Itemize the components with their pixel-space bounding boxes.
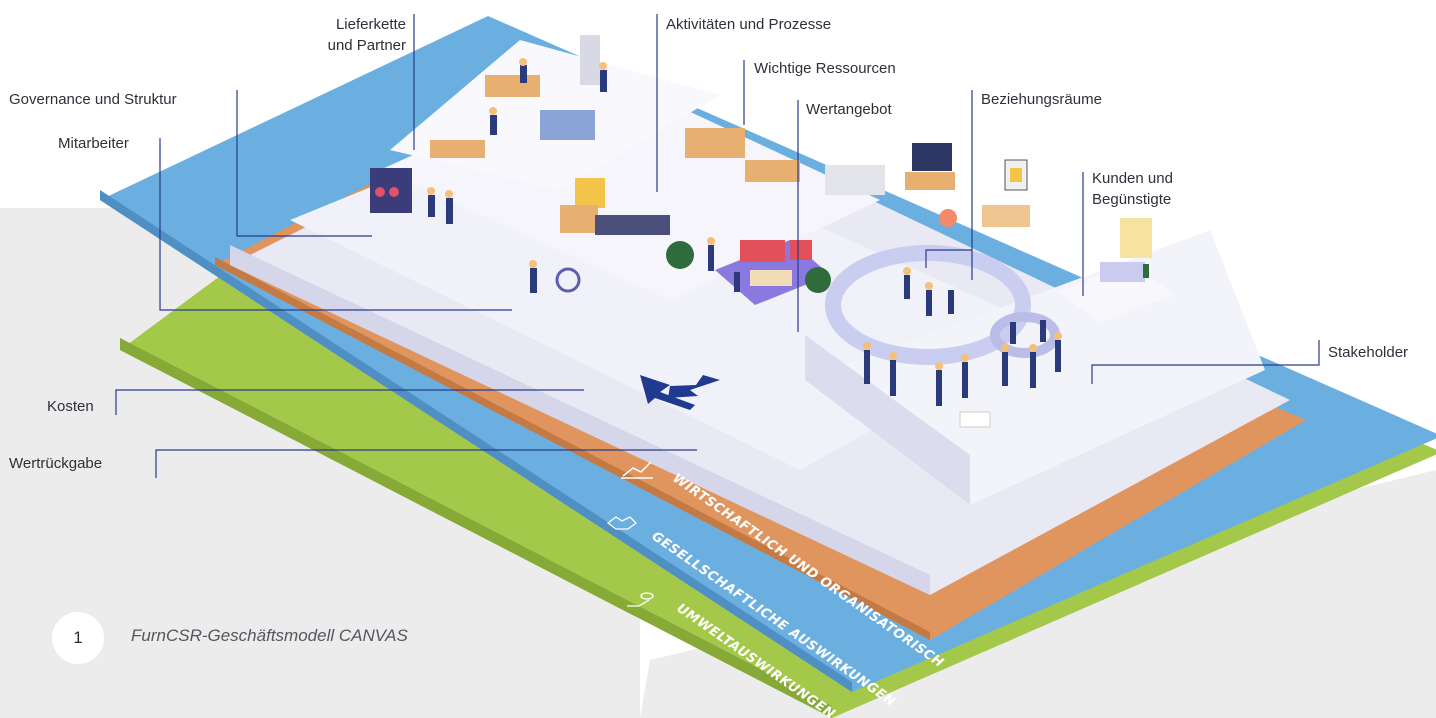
label-aktivitaeten: Aktivitäten und Prozesse	[666, 16, 832, 33]
hand-leaf-icon	[627, 592, 654, 607]
conveyor	[595, 215, 670, 235]
couch	[1100, 262, 1145, 282]
label-lieferkette-line-2: und Partner	[327, 37, 406, 54]
leader-lines	[115, 14, 1320, 478]
label-wertrueckgabe: Wertrückgabe	[9, 455, 103, 472]
label-stakeholder: Stakeholder	[1328, 344, 1409, 361]
wheelchair	[555, 267, 581, 293]
label-mitarbeiter: Mitarbeiter	[58, 135, 129, 152]
table	[982, 205, 1030, 227]
figure-caption: FurnCSR-Geschäftsmodell CANVAS	[131, 626, 408, 645]
label-kunden-line-1: Kunden und	[1092, 170, 1173, 187]
label-kunden: Kunden und Begünstigte	[1092, 168, 1173, 210]
lumber-stack	[685, 128, 745, 158]
label-kosten: Kosten	[47, 398, 94, 415]
label-wertangebot: Wertangebot	[806, 101, 892, 118]
label-governance: Governance und Struktur	[9, 91, 177, 108]
people	[428, 65, 1061, 406]
figure-number-badge: 1	[52, 612, 104, 664]
red-sofa	[740, 240, 785, 262]
forklift	[575, 178, 605, 208]
label-lieferkette-line-1: Lieferkette	[335, 16, 406, 33]
sofa	[825, 165, 885, 195]
relationship-ring	[825, 245, 1031, 365]
arrow-left-icon	[640, 375, 695, 410]
chair	[939, 209, 957, 227]
machine	[580, 35, 600, 85]
tv	[912, 143, 952, 171]
handshake-icon	[606, 516, 637, 530]
label-beziehungsraeume: Beziehungsräume	[981, 91, 1102, 108]
plant	[666, 241, 694, 269]
label-lieferkette: Lieferkette und Partner	[290, 14, 406, 56]
arrow-right-icon	[668, 375, 720, 398]
label-ressourcen: Wichtige Ressourcen	[754, 60, 896, 77]
window	[1120, 218, 1152, 258]
coffee-table	[750, 270, 792, 286]
cnc-machine	[540, 110, 595, 140]
wood-stack	[430, 140, 485, 158]
workbench	[485, 75, 540, 97]
chart-icon	[621, 461, 653, 479]
label-kunden-line-2: Begünstigte	[1092, 191, 1172, 208]
